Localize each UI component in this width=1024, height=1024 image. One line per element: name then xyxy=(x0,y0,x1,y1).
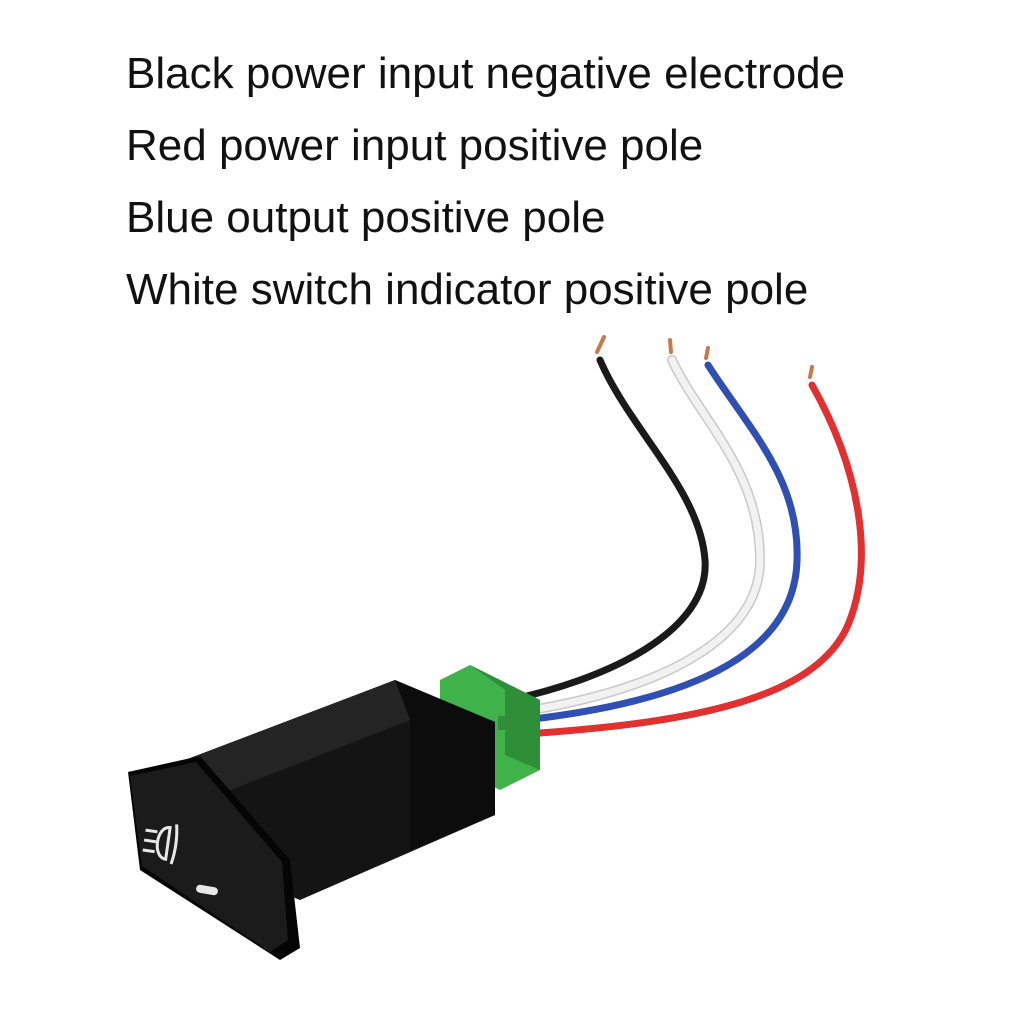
black-wire-tip xyxy=(595,335,606,354)
white-wire-tip xyxy=(668,338,673,354)
white-wire xyxy=(516,356,764,716)
wires xyxy=(496,355,865,737)
wire-tips xyxy=(595,335,814,379)
label-red-wire: Red power input positive pole xyxy=(126,121,704,170)
fog-light-icon xyxy=(142,824,179,865)
label-blue-wire: Blue output positive pole xyxy=(126,193,606,242)
blue-wire xyxy=(521,361,801,724)
switch-button-face[interactable] xyxy=(128,756,300,960)
blue-wire-tip xyxy=(704,346,710,360)
wire-legend: Black power input negative electrode Red… xyxy=(126,38,845,326)
black-wire xyxy=(496,356,709,706)
white-wire-outline xyxy=(515,355,766,717)
label-black-wire: Black power input negative electrode xyxy=(126,49,846,98)
red-wire-tip xyxy=(808,365,814,379)
led-indicator-icon xyxy=(196,884,218,896)
red-wire xyxy=(536,381,865,737)
label-white-wire: White switch indicator positive pole xyxy=(126,265,809,314)
